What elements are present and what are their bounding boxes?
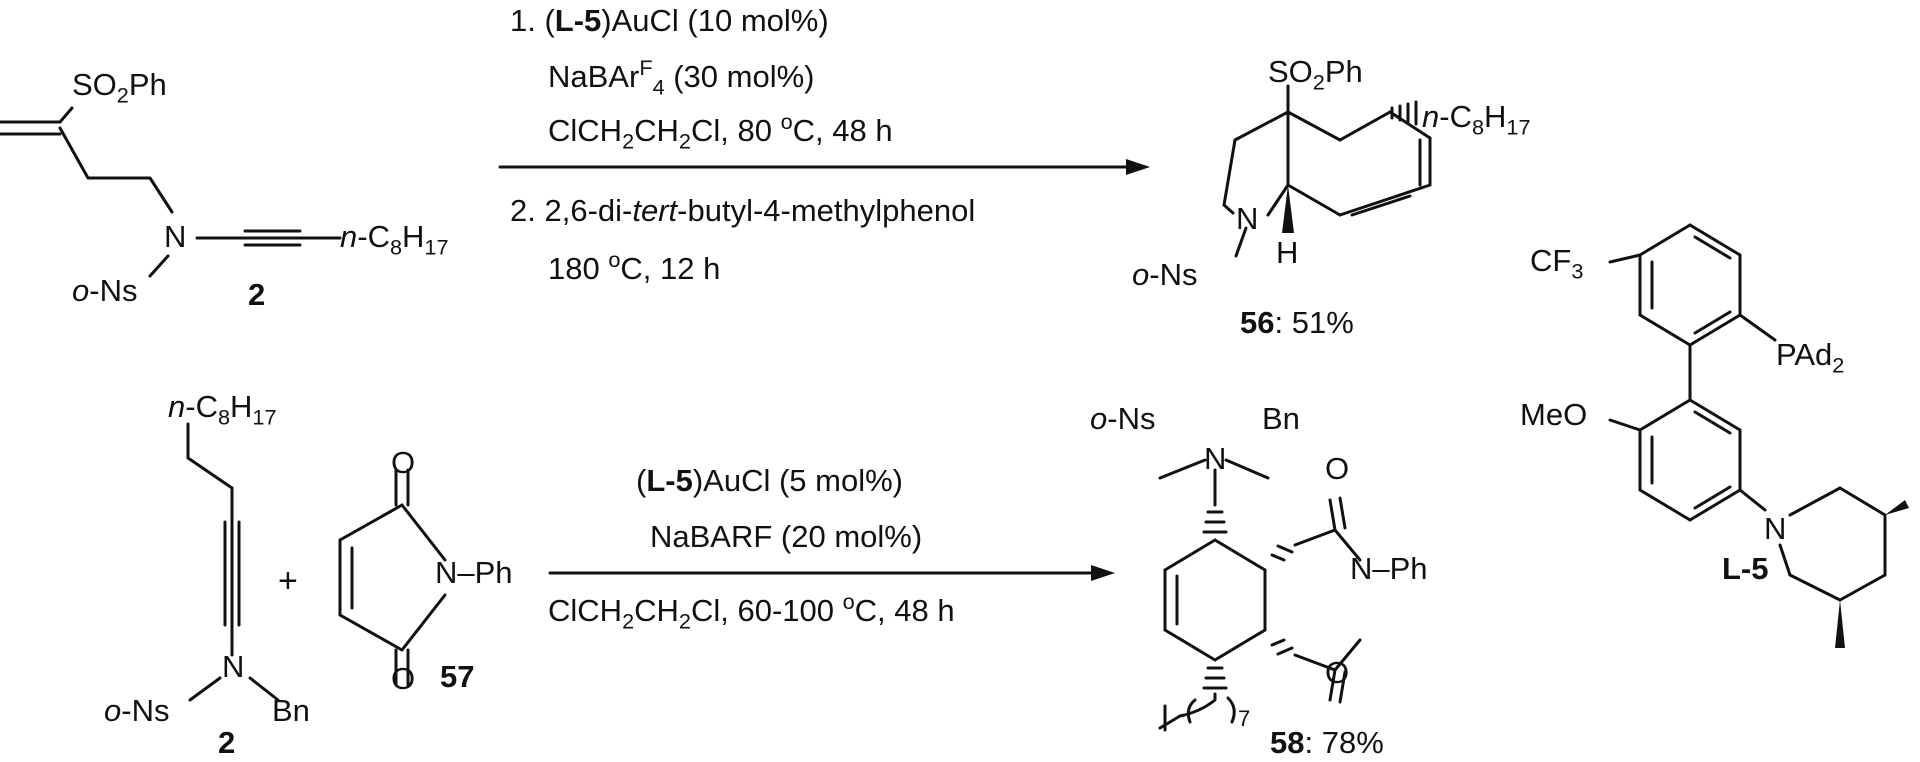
reactant-2-bottom-octyl-label: n-C8H17: [168, 389, 277, 430]
product-58-ons-label: o-Ns: [1090, 401, 1156, 436]
maleimide-top-oxygen-label: O: [391, 445, 416, 480]
product-56-so2ph-label: SO2Ph: [1268, 54, 1363, 95]
reaction1-condition-line-1: 1. (L-5)AuCl (10 mol%): [510, 3, 829, 38]
reactant-2-top-compound-number: 2: [248, 277, 266, 312]
reaction1-condition-line-5: 180 oC, 12 h: [548, 247, 721, 286]
product-56-compound-label: 56: 51%: [1240, 305, 1354, 340]
product-56-ons-label: o-Ns: [1132, 257, 1198, 292]
ligand-L5-label: L-5: [1722, 551, 1769, 586]
ligand-L5-bonds: [1608, 223, 1909, 648]
product-56-hydrogen-label: H: [1276, 235, 1299, 270]
reactant-2-ons-label: o-Ns: [72, 273, 138, 308]
reaction2-condition-line-2: NaBARF (20 mol%): [650, 519, 923, 554]
ligand-pad2-label: PAd2: [1776, 337, 1845, 378]
plus-sign: +: [278, 562, 298, 600]
reaction1-condition-line-3: ClCH2CH2Cl, 80 oC, 48 h: [548, 109, 893, 154]
maleimide-57-compound-number: 57: [440, 659, 475, 694]
product-56-nitrogen-label: N: [1236, 201, 1259, 236]
reactant-2-top-bonds: [0, 106, 342, 278]
reactant-2-bottom-bonds: [186, 422, 280, 702]
product-58-compound-label: 58: 78%: [1270, 725, 1384, 760]
reactant-2-octyl-label: n-C8H17: [340, 219, 449, 260]
ligand-meo-label: MeO: [1520, 397, 1588, 432]
reaction1-condition-line-2: NaBArF4 (30 mol%): [548, 55, 815, 100]
reaction-arrow-2: [548, 565, 1115, 581]
ligand-cf3-label: CF3: [1530, 243, 1584, 284]
reaction1-condition-line-4: 2. 2,6-di-tert-butyl-4-methylphenol: [510, 193, 976, 228]
product-58-bonds: [1158, 458, 1362, 732]
maleimide-57-bonds: [338, 468, 447, 687]
reactant-2-bottom-compound-number: 2: [218, 725, 236, 760]
product-56-bonds: [1222, 84, 1432, 258]
product-58-bottom-oxygen-label: O: [1325, 655, 1350, 690]
reactant-2-so2ph-label: SO2Ph: [72, 67, 167, 108]
product-58-chain-subscript: 7: [1238, 706, 1251, 731]
reaction2-condition-line-3: ClCH2CH2Cl, 60-100 oC, 48 h: [548, 589, 955, 634]
product-58-bn-label: Bn: [1262, 401, 1300, 436]
reaction-arrow-1: [498, 159, 1150, 175]
product-56-octyl-label: n-C8H17: [1422, 99, 1531, 140]
product-58-top-oxygen-label: O: [1325, 451, 1350, 486]
product-58-nitrogen-label: N: [1204, 441, 1227, 476]
reactant-2-bottom-bn-label: Bn: [272, 693, 310, 728]
reactant-2-bottom-ons-label: o-Ns: [104, 693, 170, 728]
product-58-nph-label: N–Ph: [1350, 551, 1428, 586]
maleimide-nph-label: N–Ph: [435, 555, 513, 590]
reactant-2-nitrogen-label: N: [164, 219, 187, 254]
reactant-2-bottom-nitrogen-label: N: [222, 649, 245, 684]
ligand-piperidine-nitrogen-label: N: [1764, 511, 1787, 546]
maleimide-bottom-oxygen-label: O: [391, 661, 416, 696]
reaction2-condition-line-1: (L-5)AuCl (5 mol%): [636, 463, 903, 498]
